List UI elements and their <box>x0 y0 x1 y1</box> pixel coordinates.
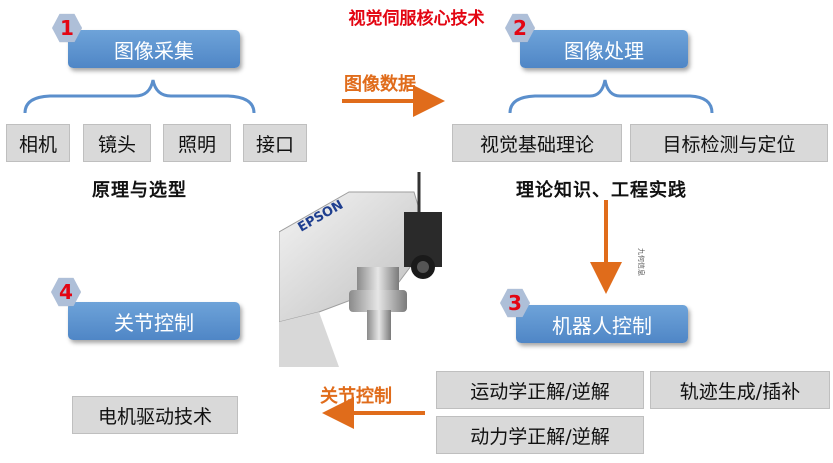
item-object-detection: 目标检测与定位 <box>630 124 828 162</box>
flow-label-image-data: 图像数据 <box>344 74 416 95</box>
stage-image-acquisition: 图像采集 <box>68 30 240 68</box>
brace-left <box>23 79 256 114</box>
item-dynamics: 动力学正解/逆解 <box>436 416 644 454</box>
acquisition-note: 原理与选型 <box>92 180 187 201</box>
robot-photo: EPSON <box>279 172 479 367</box>
stage-label: 关节控制 <box>114 310 194 335</box>
item-lens: 镜头 <box>83 124 151 162</box>
processing-note: 理论知识、工程实践 <box>516 180 687 201</box>
stage-label: 图像处理 <box>564 38 644 63</box>
watermark: 九何信息 <box>637 248 645 276</box>
stage-robot-control: 机器人控制 <box>516 305 688 343</box>
item-vision-theory: 视觉基础理论 <box>452 124 622 162</box>
item-interface: 接口 <box>243 124 307 162</box>
stage-joint-control: 关节控制 <box>68 302 240 340</box>
item-trajectory: 轨迹生成/插补 <box>650 371 830 409</box>
stage-number-badge: 4 <box>51 277 81 307</box>
item-kinematics: 运动学正解/逆解 <box>436 371 644 409</box>
stage-number-badge: 3 <box>500 288 530 318</box>
stage-label: 机器人控制 <box>552 313 652 338</box>
item-lighting: 照明 <box>163 124 231 162</box>
brace-right <box>508 79 714 114</box>
flow-label-joint-control: 关节控制 <box>320 386 392 407</box>
item-camera: 相机 <box>6 124 70 162</box>
stage-image-processing: 图像处理 <box>520 30 688 68</box>
stage-label: 图像采集 <box>114 38 194 63</box>
diagram-title: 视觉伺服核心技术 <box>348 9 485 29</box>
item-motor-drive: 电机驱动技术 <box>72 396 238 434</box>
